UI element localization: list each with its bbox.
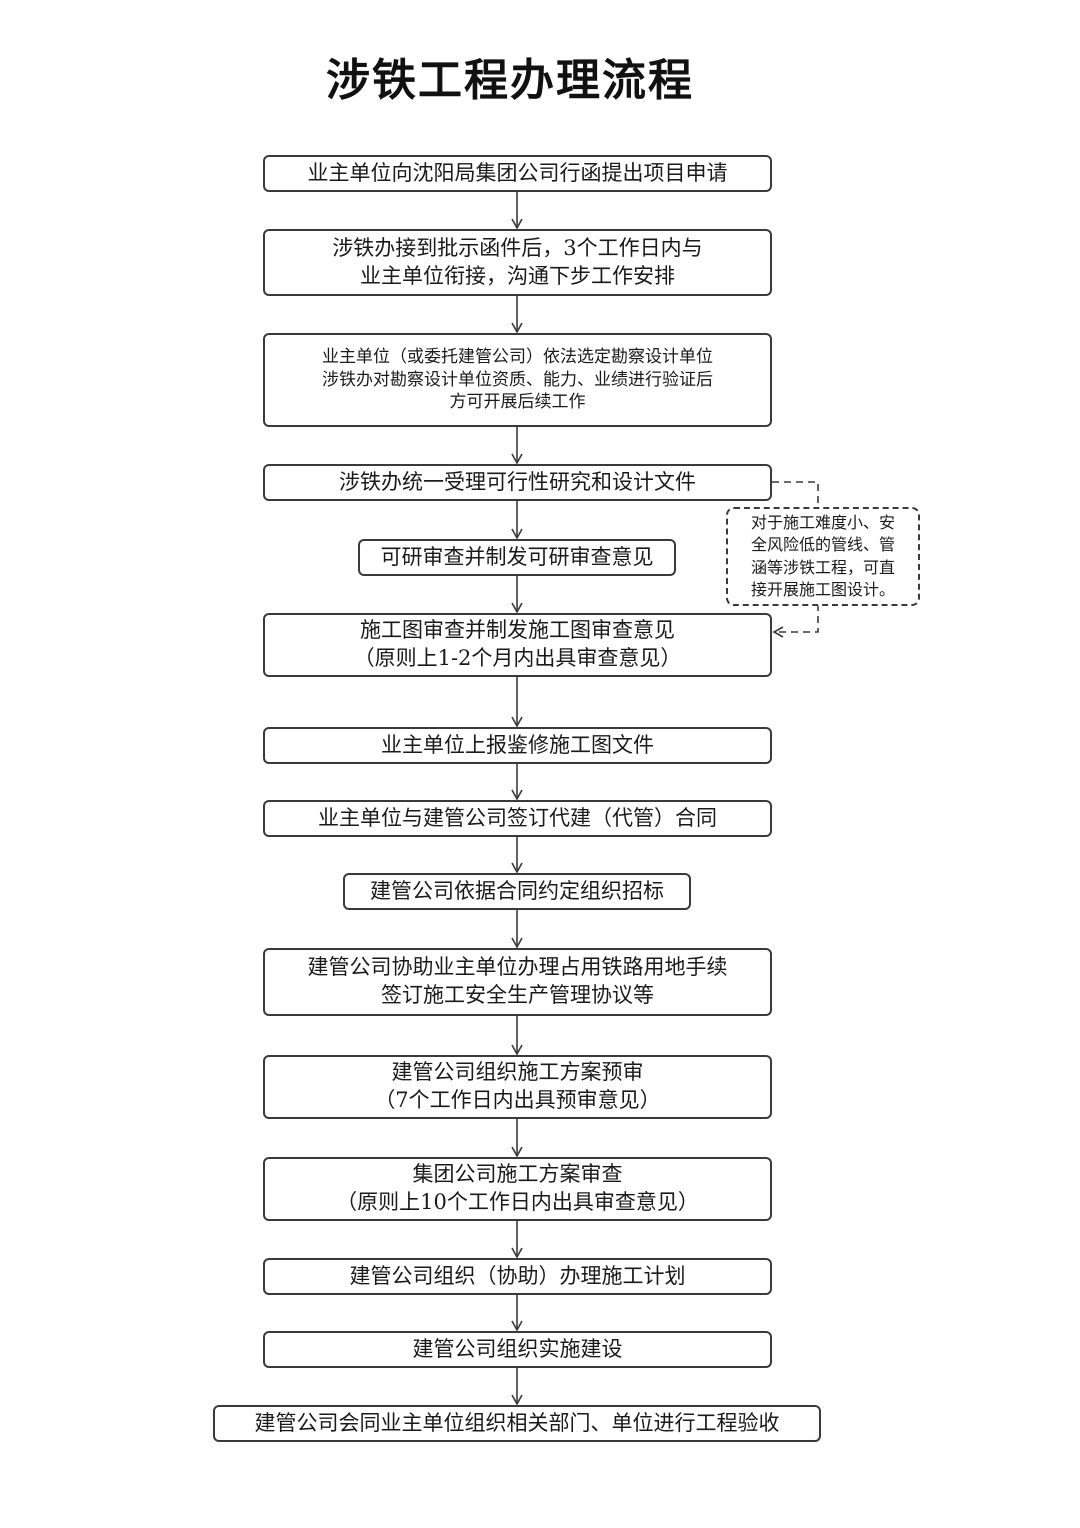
step-text-line: 建管公司组织实施建设 bbox=[412, 1336, 623, 1361]
step-text-line: 施工图审查并制发施工图审查意见 bbox=[360, 618, 675, 643]
side-note-box: 对于施工难度小、安全风险低的管线、管涵等涉铁工程，可直接开展施工图设计。 bbox=[726, 507, 920, 606]
step-box-11: 建管公司组织施工方案预审 （7个工作日内出具预审意见） bbox=[263, 1055, 772, 1119]
step-text-line: 业主单位（或委托建管公司）依法选定勘察设计单位 bbox=[322, 347, 713, 368]
step-box-12: 集团公司施工方案审查 （原则上10个工作日内出具审查意见） bbox=[263, 1157, 772, 1221]
step-text-line: 建管公司组织施工方案预审 bbox=[391, 1060, 644, 1085]
step-text-line: 涉铁办接到批示函件后，3个工作日内与 bbox=[332, 235, 703, 260]
step-text-line: 涉铁办对勘察设计单位资质、能力、业绩进行验证后 bbox=[322, 369, 713, 390]
step-box-2: 涉铁办接到批示函件后，3个工作日内与业主单位衔接，沟通下步工作安排 bbox=[263, 229, 772, 296]
step-text-line: 全风险低的管线、管 bbox=[750, 535, 895, 555]
step-text-line: （原则上10个工作日内出具审查意见） bbox=[336, 1190, 699, 1214]
step-box-13: 建管公司组织（协助）办理施工计划 bbox=[263, 1258, 772, 1295]
step-text-line: 签订施工安全生产管理协议等 bbox=[381, 983, 654, 1007]
step-text-line: 涵等涉铁工程，可直 bbox=[750, 557, 895, 577]
step-text-line: （7个工作日内出具预审意见） bbox=[374, 1088, 661, 1112]
step-box-3: 业主单位（或委托建管公司）依法选定勘察设计单位涉铁办对勘察设计单位资质、能力、业… bbox=[263, 333, 772, 427]
step-box-5: 可研审查并制发可研审查意见 bbox=[358, 539, 676, 576]
step-text-line: 业主单位与建管公司签订代建（代管）合同 bbox=[318, 805, 717, 830]
step-box-8: 业主单位与建管公司签订代建（代管）合同 bbox=[263, 800, 772, 837]
step-text-line: 方可开展后续工作 bbox=[449, 392, 586, 413]
step-text-line: 集团公司施工方案审查 bbox=[412, 1162, 623, 1187]
step-box-14: 建管公司组织实施建设 bbox=[263, 1331, 772, 1368]
step-box-10: 建管公司协助业主单位办理占用铁路用地手续签订施工安全生产管理协议等 bbox=[263, 948, 772, 1016]
step-text-line: 业主单位上报鉴修施工图文件 bbox=[381, 732, 654, 757]
step-text-line: 建管公司依据合同约定组织招标 bbox=[370, 878, 664, 903]
step-box-9: 建管公司依据合同约定组织招标 bbox=[343, 873, 691, 910]
page-title: 涉铁工程办理流程 bbox=[326, 55, 694, 106]
step-text-line: 涉铁办统一受理可行性研究和设计文件 bbox=[339, 469, 696, 494]
step-text-line: 建管公司组织（协助）办理施工计划 bbox=[349, 1263, 686, 1288]
step-box-7: 业主单位上报鉴修施工图文件 bbox=[263, 727, 772, 764]
step-text-line: 业主单位向沈阳局集团公司行函提出项目申请 bbox=[307, 160, 728, 185]
step-text-line: 可研审查并制发可研审查意见 bbox=[380, 544, 654, 569]
step-text-line: 业主单位衔接，沟通下步工作安排 bbox=[360, 263, 675, 288]
step-text-line: 建管公司会同业主单位组织相关部门、单位进行工程验收 bbox=[254, 1410, 780, 1435]
step-text-line: （原则上1-2个月内出具审查意见） bbox=[353, 646, 682, 670]
step-box-6: 施工图审查并制发施工图审查意见 （原则上1-2个月内出具审查意见） bbox=[263, 613, 772, 677]
step-box-15: 建管公司会同业主单位组织相关部门、单位进行工程验收 bbox=[213, 1405, 821, 1442]
step-text-line: 建管公司协助业主单位办理占用铁路用地手续 bbox=[307, 955, 728, 980]
step-text-line: 接开展施工图设计。 bbox=[750, 579, 895, 599]
step-box-1: 业主单位向沈阳局集团公司行函提出项目申请 bbox=[263, 155, 772, 192]
step-text-line: 对于施工难度小、安 bbox=[750, 513, 895, 533]
step-box-4: 涉铁办统一受理可行性研究和设计文件 bbox=[263, 464, 772, 501]
